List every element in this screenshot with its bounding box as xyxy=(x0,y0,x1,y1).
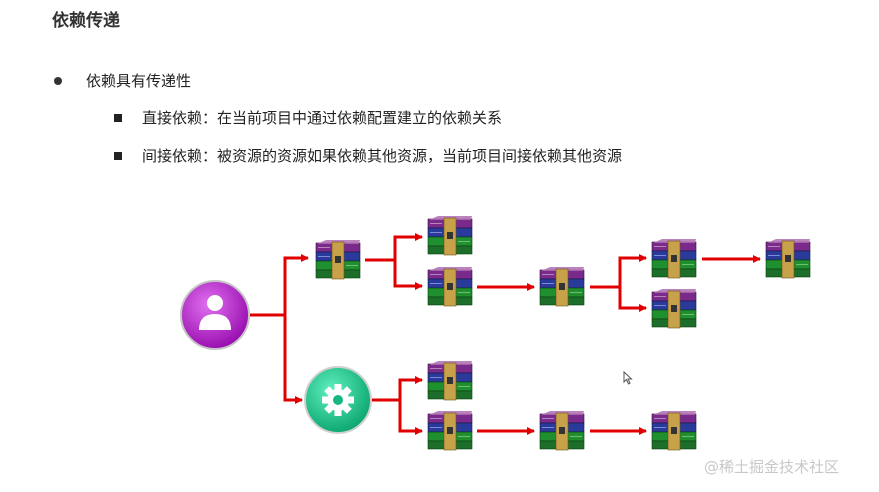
bullet-square-icon xyxy=(114,113,122,122)
archive-icon xyxy=(427,215,473,256)
gear-icon xyxy=(304,366,372,434)
bullet-dot-icon xyxy=(54,76,62,85)
bullet-indirect: 间接依赖：被资源的资源如果依赖其他资源，当前项目间接依赖其他资源 xyxy=(114,145,622,166)
bullet-main: 依赖具有传递性 xyxy=(54,70,191,91)
watermark: @稀土掘金技术社区 xyxy=(704,458,840,476)
bullet-direct-text: 直接依赖：在当前项目中通过依赖配置建立的依赖关系 xyxy=(142,109,503,127)
bullet-square-icon xyxy=(114,151,122,160)
archive-icon xyxy=(427,410,473,451)
mouse-cursor-icon xyxy=(623,371,633,385)
archive-icon xyxy=(315,239,361,280)
archive-icon xyxy=(539,410,585,451)
bullet-direct: 直接依赖：在当前项目中通过依赖配置建立的依赖关系 xyxy=(114,107,502,128)
page-title: 依赖传递 xyxy=(52,11,120,31)
archive-icon xyxy=(539,266,585,307)
user-icon xyxy=(180,280,250,350)
archive-icon xyxy=(427,266,473,307)
archive-icon xyxy=(651,288,697,329)
bullet-indirect-text: 间接依赖：被资源的资源如果依赖其他资源，当前项目间接依赖其他资源 xyxy=(142,147,623,165)
archive-icon xyxy=(651,238,697,279)
bullet-main-text: 依赖具有传递性 xyxy=(86,72,192,90)
archive-icon xyxy=(427,360,473,401)
archive-icon xyxy=(765,238,811,279)
archive-icon xyxy=(651,410,697,451)
